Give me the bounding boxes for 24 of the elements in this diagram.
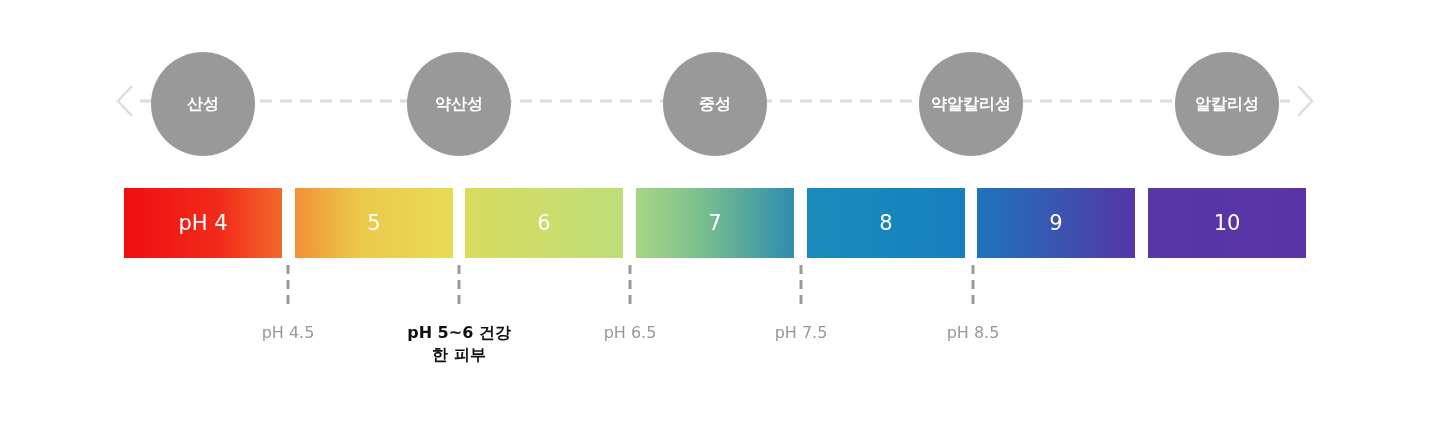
category-label: 중성 [699,93,731,115]
tick-label: pH 4.5 [260,322,316,344]
ph-value: 6 [537,211,551,235]
ph-value: 9 [1049,211,1063,235]
ph-color-bar [465,188,623,258]
ph-color-bar [636,188,794,258]
healthy-skin-note: pH 5~6 건강한 피부 [406,322,512,366]
ph-value: 10 [1213,211,1241,235]
category-label: 산성 [187,93,219,115]
ph-value: 8 [879,211,893,235]
ph-value: 5 [367,211,381,235]
ph-color-bar [977,188,1135,258]
ph-value: pH 4 [178,211,228,235]
ph-color-bar [1148,188,1306,258]
ph-value: 7 [708,211,722,235]
ph-color-bar [295,188,453,258]
category-label: 약산성 [435,93,483,115]
tick-label: pH 7.5 [773,322,829,344]
ph-color-bar [124,188,282,258]
category-label: 약알칼리성 [931,93,1011,115]
ph-color-bar [807,188,965,258]
category-label: 알칼리성 [1195,93,1259,115]
tick-label: pH 8.5 [945,322,1001,344]
tick-label: pH 6.5 [602,322,658,344]
